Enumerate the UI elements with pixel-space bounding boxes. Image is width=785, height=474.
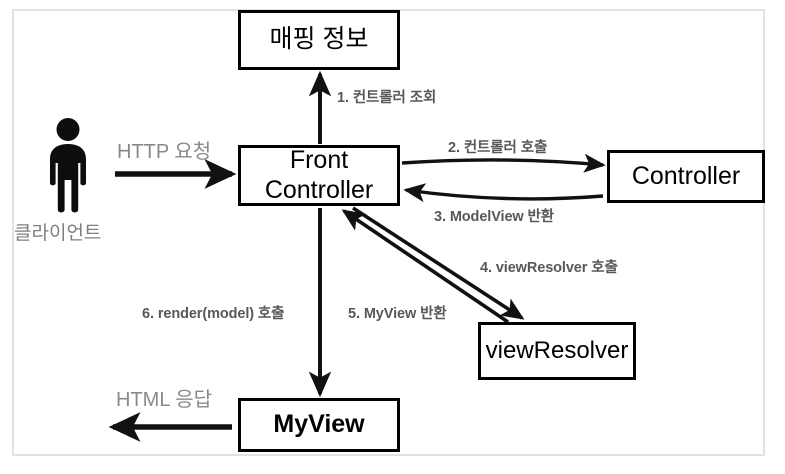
edge-label-step-5: 5. MyView 반환 <box>348 306 447 322</box>
edge-label-step-1: 1. 컨트롤러 조회 <box>337 90 437 106</box>
edge-label-html-response: HTML 응답 <box>116 389 213 411</box>
person-icon <box>50 118 86 213</box>
node-controller[interactable]: Controller <box>607 150 765 203</box>
node-myview[interactable]: MyView <box>238 398 400 452</box>
node-view-resolver[interactable]: viewResolver <box>478 322 636 380</box>
edge-label-step-4: 4. viewResolver 호출 <box>480 260 618 276</box>
edge-label-http-request: HTTP 요청 <box>117 141 212 163</box>
client-label: 클라이언트 <box>14 223 102 244</box>
node-mapping-info[interactable]: 매핑 정보 <box>238 10 400 70</box>
edge-label-step-3: 3. ModelView 반환 <box>434 209 554 225</box>
node-front-controller[interactable]: Front Controller <box>238 145 400 206</box>
edge-label-step-6: 6. render(model) 호출 <box>142 306 285 322</box>
edge-label-step-2: 2. 컨트롤러 호출 <box>448 140 548 156</box>
